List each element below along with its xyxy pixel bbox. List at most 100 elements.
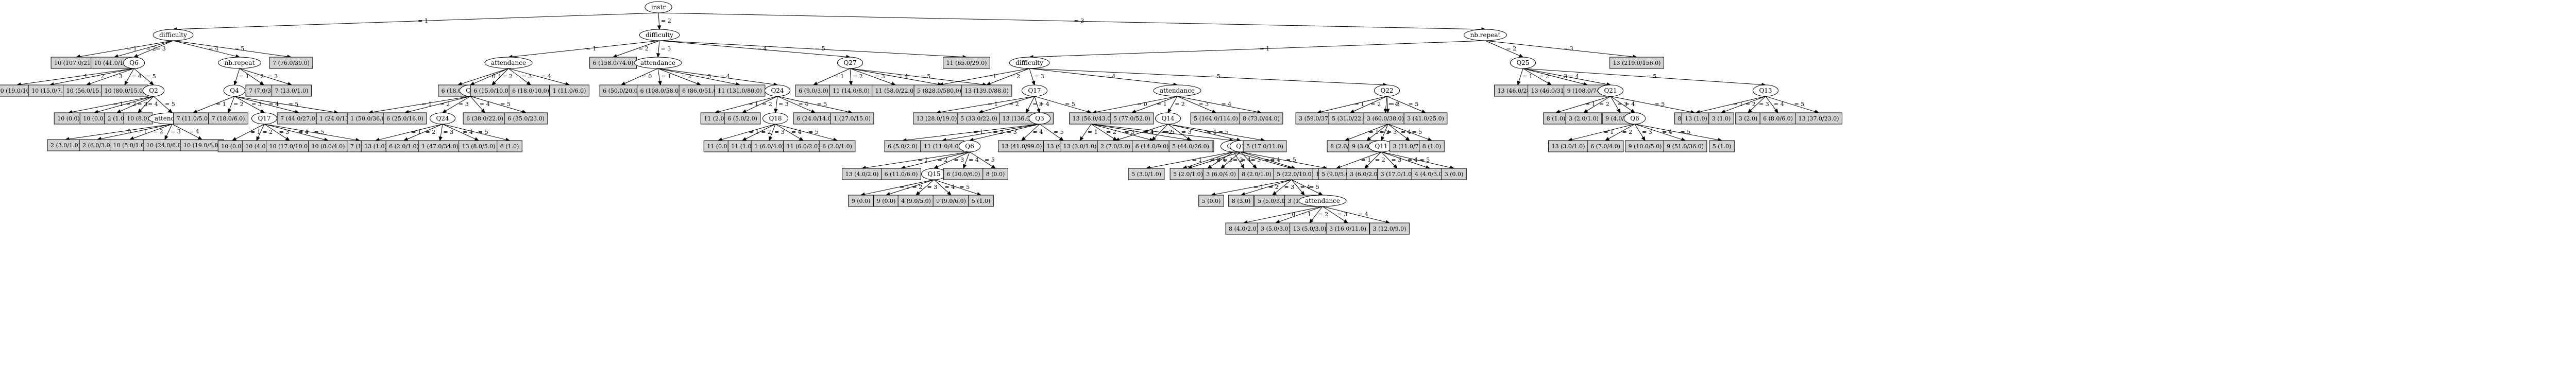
leaf-label: 13 (46.0/31.0) (1531, 88, 1572, 94)
edge-line (176, 12, 659, 30)
split-ellipse (223, 84, 246, 97)
edge-label: = 5 (1647, 73, 1657, 80)
edge-arrowhead (1031, 80, 1036, 86)
edge-line (473, 68, 509, 84)
leaf-label: 2 (1.0) (108, 115, 127, 122)
edge-label: = 5 (314, 129, 325, 135)
edge-line (964, 151, 970, 165)
leaf-label: 4 (9.0/5.0) (901, 198, 931, 204)
leaf-box (1110, 112, 1154, 125)
leaf-box (1419, 140, 1445, 152)
edge-arrowhead (1774, 108, 1778, 114)
split-node: Q14 (1155, 112, 1181, 125)
edge-label: = 4 (480, 101, 490, 108)
edge-line (264, 124, 325, 140)
edge-line (1247, 206, 1323, 223)
edge-line (745, 96, 778, 112)
edge-arrowhead (481, 108, 485, 113)
edge-label: = 5 (1420, 157, 1430, 163)
edge-label: = 3 (1223, 157, 1233, 163)
edge-line (1369, 124, 1388, 139)
edge-label: = 3 (444, 129, 454, 135)
tree-edge: = 5 (1167, 124, 1266, 142)
leaf-box (1709, 140, 1735, 152)
edge-label: = 1 (586, 45, 597, 52)
edge-line (904, 151, 970, 168)
leaf-label: 5 (44.0/26.0) (1172, 143, 1209, 150)
split-ellipse (1623, 112, 1646, 125)
leaf-label: 6 (15.0/10.0) (473, 88, 511, 94)
tree-edge: = 5 (173, 40, 292, 59)
edge-label: = 4 (1662, 129, 1672, 135)
edge-label: = 2 (1009, 101, 1019, 108)
leaf-label: 9 (9.0/6.0) (936, 198, 966, 204)
leaf-node: 10 (5.0/1.0) (110, 139, 150, 151)
edge-line (659, 40, 847, 57)
split-node: Q13 (1752, 84, 1779, 97)
leaf-box (1403, 112, 1448, 125)
edge-label: = 4 (209, 45, 219, 52)
leaf-label: 5 (1.0) (1713, 143, 1732, 150)
edge-label: = 1 (1216, 157, 1227, 163)
leaf-label: 10 (19.0/8.0) (183, 142, 221, 149)
leaf-label: 5 (2.0/1.0) (1173, 171, 1203, 178)
leaf-box (1587, 140, 1624, 152)
leaf-node: 5 (22.0/10.0) (1273, 168, 1317, 180)
edge-label: = 1 (137, 128, 147, 135)
edge-arrowhead (469, 81, 475, 85)
tree-edge: = 3 (1272, 179, 1294, 196)
edge-line (1279, 206, 1323, 222)
edge-label: = 4 (1358, 211, 1368, 218)
tree-edge: = 3 (442, 96, 471, 113)
tree-edge: = 2 (1309, 206, 1328, 224)
edge-label: = 2 (1233, 157, 1243, 163)
edge-line (777, 96, 812, 112)
edge-line (934, 179, 949, 193)
leaf-node: 9 (9.0/6.0) (933, 195, 970, 207)
split-label: nb.repeat (1470, 31, 1501, 39)
leaf-label: 10 (8.0/4.0) (312, 143, 345, 150)
tree-edge: = 3 (1385, 96, 1400, 114)
edge-arrowhead (1343, 219, 1349, 223)
leaf-node: 1 (27.0/15.0) (830, 112, 874, 125)
tree-edge: = 2 (612, 40, 660, 58)
edge-arrowhead (769, 136, 773, 142)
edge-line (1240, 151, 1324, 168)
edge-arrowhead (231, 137, 237, 141)
tree-edge: = 5 (1034, 96, 1092, 114)
leaf-label: 5 (9.0/5.0) (1321, 171, 1351, 178)
edge-label: = 2 (1506, 45, 1517, 52)
tree-edge: = 3 (164, 124, 181, 141)
edge-arrowhead (133, 54, 139, 58)
leaf-node: 2 (7.0/3.0) (1097, 140, 1134, 152)
edge-line (97, 96, 154, 112)
leaf-label: 5 (31.0/22.0) (1332, 115, 1369, 122)
leaf-node: 13 (3.0/1.0) (1060, 140, 1100, 152)
split-label: Q6 (1630, 115, 1639, 122)
split-label: difficulty (646, 31, 673, 39)
leaf-node: 9 (0.0) (873, 195, 899, 207)
tree-edge: = 2 (1720, 96, 1766, 113)
split-ellipse (764, 84, 791, 97)
tree-edge: = 1 (860, 179, 935, 197)
edge-arrowhead (1366, 136, 1371, 141)
tree-edge: = 1 (936, 96, 1035, 114)
edge-label: = 3 (774, 129, 785, 135)
leaf-node: 11 (6.0/2.0) (783, 140, 823, 152)
leaf-label: 6 (14.0/9.0) (1136, 143, 1169, 150)
edge-label: = 3 (1074, 18, 1084, 24)
split-label: difficulty (159, 31, 187, 39)
edge-label: = 1 (1585, 101, 1596, 108)
leaf-node: 6 (11.0/6.0) (881, 168, 921, 180)
leaf-node: 6 (158.0/74.0) (589, 57, 637, 69)
edge-line (1571, 124, 1635, 140)
edge-arrowhead (1517, 80, 1521, 86)
tree-edge: = 0 (620, 68, 658, 85)
leaf-label: 8 (73.0/44.0) (1243, 115, 1280, 122)
edge-line (1233, 151, 1243, 166)
leaf-node: 5 (0.0) (1198, 195, 1224, 207)
edge-line (235, 68, 240, 82)
edge-arrowhead (164, 135, 168, 141)
tree-edge: = 2 (741, 124, 776, 141)
